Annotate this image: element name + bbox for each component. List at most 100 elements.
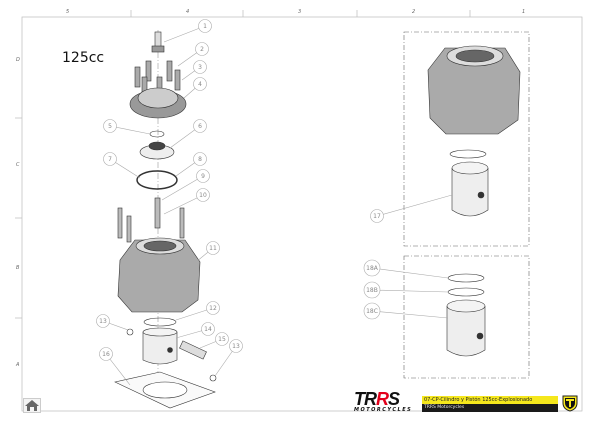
leader-line (376, 194, 453, 217)
callout-number: 1 (203, 23, 207, 30)
callout-14: 14 (175, 322, 215, 339)
callout-bubble (206, 301, 220, 315)
row-label: B (16, 265, 20, 271)
row-label: C (16, 162, 20, 168)
drawing-title: 07-CP-Cilindro y Pistón 125cc-Explosiona… (422, 396, 558, 404)
callout-9: 9 (161, 169, 210, 201)
spare-piston (451, 161, 489, 217)
home-button[interactable] (23, 398, 41, 413)
callout-bubble (103, 119, 117, 133)
callout-bubble (96, 314, 110, 328)
callout-bubble (195, 42, 209, 56)
ring-18a (447, 273, 485, 283)
circlip (126, 328, 134, 336)
callout-number: 17 (373, 213, 381, 220)
drawing-company: TRRS Motorcycles (422, 404, 558, 412)
callout-number: 12 (209, 305, 217, 312)
home-icon (25, 400, 39, 411)
callout-bubble (99, 347, 113, 361)
callout-4: 4 (183, 77, 207, 99)
callout-number: 4 (198, 81, 202, 88)
leader-line (371, 267, 449, 279)
leader-line (371, 310, 449, 319)
spare-piston-ring (449, 149, 487, 159)
callout-number: 18B (366, 287, 378, 294)
head-bolts (134, 60, 181, 96)
callout-number: 13 (99, 318, 107, 325)
trrs-logo: TRRS MOTORCYCLES (354, 389, 413, 413)
callout-number: 8 (198, 156, 202, 163)
callout-3: 3 (181, 60, 207, 81)
callout-number: 5 (108, 123, 112, 130)
callout-number: 18A (366, 265, 379, 272)
callout-number: 3 (198, 64, 202, 71)
trrs-badge-icon (562, 395, 578, 412)
callout-7: 7 (103, 152, 141, 179)
head-gasket (136, 170, 178, 190)
callout-bubble (206, 241, 220, 255)
callout-18C: 18C (363, 302, 449, 320)
column-label: 1 (522, 9, 526, 15)
callout-bubble (193, 152, 207, 166)
callout-1: 1 (163, 19, 212, 43)
callout-number: 18C (366, 308, 378, 315)
spare-cylinder-box (403, 31, 530, 247)
callout-15: 15 (199, 332, 229, 349)
displacement-label: 125cc (62, 50, 105, 66)
spare-cylinder (427, 45, 521, 135)
leader-line (163, 194, 204, 215)
callout-17: 17 (370, 194, 453, 223)
callout-number: 7 (108, 156, 112, 163)
studs (117, 197, 185, 243)
callout-bubble (363, 259, 381, 277)
callout-16: 16 (99, 347, 131, 386)
callout-6: 6 (169, 119, 207, 149)
spark-plug (151, 31, 165, 53)
column-label: 5 (66, 9, 70, 15)
callout-number: 6 (198, 123, 202, 130)
title-block: TRRS MOTORCYCLES 07-CP-Cilindro y Pistón… (352, 390, 584, 414)
leader-line (161, 175, 204, 201)
leader-line (163, 25, 206, 43)
callout-bubble (363, 302, 381, 320)
callout-10: 10 (163, 188, 210, 215)
callout-13: 13 (96, 314, 129, 331)
callout-bubble (103, 152, 117, 166)
callout-number: 16 (102, 351, 110, 358)
piston-18c (446, 299, 486, 357)
drawing-frame (15, 10, 583, 412)
callout-bubble (201, 322, 215, 336)
callout-18B: 18B (363, 281, 449, 299)
callout-number: 14 (204, 326, 212, 333)
row-label: D (16, 57, 20, 63)
callout-12: 12 (175, 301, 220, 321)
callout-2: 2 (177, 42, 209, 67)
callout-number: 11 (209, 245, 217, 252)
callout-11: 11 (195, 241, 220, 263)
callout-bubble (196, 188, 210, 202)
piston-pin (179, 340, 207, 360)
spare-piston-box (403, 255, 530, 379)
callout-8: 8 (175, 152, 207, 177)
row-label: A (16, 362, 20, 368)
callout-13: 13 (214, 339, 243, 377)
callout-bubble (193, 77, 207, 91)
callout-bubble (193, 60, 207, 74)
column-label: 4 (186, 9, 190, 15)
piston (142, 327, 178, 365)
callout-number: 9 (201, 173, 205, 180)
callout-5: 5 (103, 119, 151, 135)
column-label: 2 (412, 9, 416, 15)
column-label: 3 (298, 9, 302, 15)
callout-bubble (363, 281, 381, 299)
circlip (209, 374, 217, 382)
callout-number: 13 (232, 343, 240, 350)
callout-bubble (193, 119, 207, 133)
callout-18A: 18A (363, 259, 449, 279)
callout-bubble (215, 332, 229, 346)
leader-line (371, 289, 449, 293)
callout-bubble (229, 339, 243, 353)
piston-ring (143, 317, 177, 327)
callout-number: 15 (218, 336, 226, 343)
callout-number: 10 (199, 192, 207, 199)
